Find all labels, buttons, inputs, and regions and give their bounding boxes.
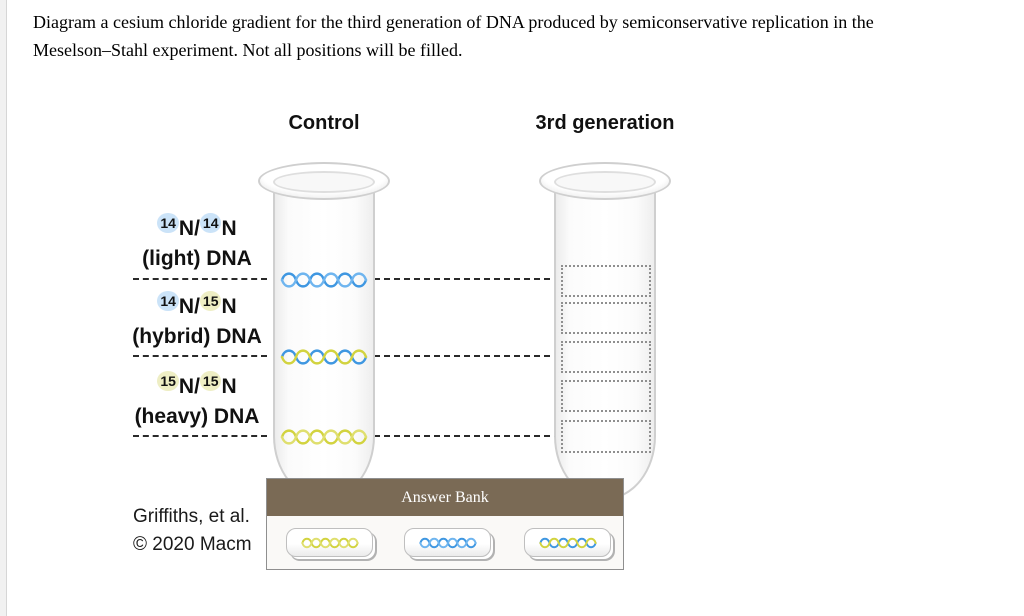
control-test-tube-rim-inner bbox=[273, 171, 375, 193]
hybrid-level-line-left bbox=[133, 355, 267, 357]
answer-bank-item-heavy-dna[interactable] bbox=[286, 528, 373, 557]
dropzone-hybrid-level[interactable] bbox=[561, 341, 651, 373]
hybrid-level-line-right bbox=[374, 355, 560, 357]
isotope-14-highlight: 14 bbox=[157, 213, 179, 233]
light-dna-band-icon bbox=[418, 537, 477, 548]
question-instructions: Diagram a cesium chloride gradient for t… bbox=[33, 8, 978, 64]
isotope-14-highlight: 14 bbox=[157, 291, 179, 311]
attribution-authors: Griffiths, et al. bbox=[133, 506, 250, 527]
instructions-line-1: Diagram a cesium chloride gradient for t… bbox=[33, 12, 874, 32]
answer-bank-title: Answer Bank bbox=[267, 479, 623, 516]
isotope-15-highlight: 15 bbox=[199, 371, 222, 391]
answer-bank-panel: Answer Bank bbox=[266, 478, 624, 570]
heavy-level-line-left bbox=[133, 435, 267, 437]
gen3-test-tube-rim-inner bbox=[554, 171, 656, 193]
dropzone-light-level[interactable] bbox=[561, 265, 651, 297]
dropzone-lower-middle[interactable] bbox=[561, 380, 651, 412]
answer-bank-item-hybrid-dna[interactable] bbox=[524, 528, 611, 557]
control-column-header: Control bbox=[288, 112, 360, 134]
heavy-dna-band-icon bbox=[280, 429, 368, 445]
light-level-line-left bbox=[133, 278, 267, 280]
heavy-level-line-right bbox=[374, 435, 560, 437]
heavy-dna-band-icon bbox=[300, 537, 359, 548]
light-level-line-right bbox=[374, 278, 560, 280]
isotope-15-highlight: 15 bbox=[199, 291, 222, 311]
dropzone-heavy-level[interactable] bbox=[561, 420, 651, 453]
gen3-column-header: 3rd generation bbox=[535, 112, 675, 134]
control-test-tube bbox=[273, 183, 375, 500]
hybrid-dna-band-icon bbox=[280, 349, 368, 365]
control-test-tube-rim bbox=[258, 162, 390, 200]
attribution: Griffiths, et al. © 2020 Macm bbox=[133, 503, 252, 559]
instructions-line-2: Meselson–Stahl experiment. Not all posit… bbox=[33, 40, 463, 60]
attribution-copyright: © 2020 Macm bbox=[133, 534, 252, 555]
dropzone-upper-middle[interactable] bbox=[561, 302, 651, 334]
hybrid-dna-band-icon bbox=[538, 537, 597, 548]
answer-bank-item-light-dna[interactable] bbox=[404, 528, 491, 557]
page-left-border bbox=[0, 0, 7, 616]
gen3-test-tube-rim bbox=[539, 162, 671, 200]
light-dna-band-icon bbox=[280, 272, 368, 288]
isotope-15-highlight: 15 bbox=[157, 371, 179, 391]
isotope-14-highlight: 14 bbox=[199, 213, 222, 233]
